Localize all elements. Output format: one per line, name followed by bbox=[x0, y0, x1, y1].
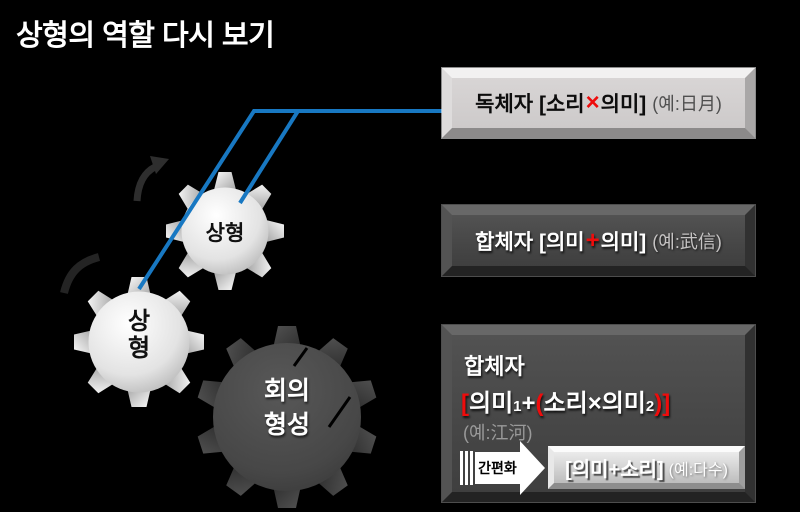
gear2-label-line1: 상 bbox=[127, 308, 151, 335]
box2-example: (예:武信) bbox=[652, 231, 722, 252]
gear1-label: 상형 bbox=[205, 222, 245, 245]
slide-title: 상형의 역할 다시 보기 bbox=[16, 20, 275, 52]
gear3-label-line1: 회의 bbox=[263, 377, 310, 405]
box3-formula: [의미1+(소리×의미2)] bbox=[461, 383, 670, 418]
gear-crack-marks bbox=[292, 347, 352, 428]
box2-label-suffix: 의미] bbox=[600, 230, 647, 254]
gear2-label-line2: 형 bbox=[127, 335, 151, 362]
speed-bar bbox=[465, 451, 468, 485]
formula-subscript2: 2 bbox=[645, 398, 655, 415]
simplified-result-box: [의미+소리] (예:다수) bbox=[548, 446, 745, 489]
formula-term1: 의미 bbox=[469, 390, 514, 417]
rotation-arrow-icon bbox=[133, 156, 169, 202]
gear3-label-line2: 형성 bbox=[263, 411, 310, 439]
box-compound-meaning-meaning: 합체자 [의미 + 의미] (예:武信) bbox=[442, 205, 755, 276]
connector-blue-lines bbox=[137, 109, 442, 291]
formula-bracket-close: ] bbox=[662, 390, 671, 417]
arrow-head bbox=[520, 441, 545, 495]
simplification-arrow-icon: 간편화 bbox=[460, 441, 550, 495]
box3-heading: 합체자 bbox=[464, 354, 525, 379]
gear2-label: 상 형 bbox=[99, 308, 179, 362]
speed-bar bbox=[470, 451, 473, 485]
plus-operator: + bbox=[585, 226, 600, 254]
gear3-label: 회의 형성 bbox=[217, 374, 357, 442]
box1-label-suffix: 의미] bbox=[600, 93, 647, 116]
speed-bar bbox=[460, 451, 463, 485]
box-single-body-character: 독체자 [소리 × 의미] (예:日月) bbox=[442, 68, 755, 138]
box3-example: (예:江河) bbox=[463, 423, 533, 443]
box-compound-meaning-sound: 합체자 [의미1+(소리×의미2)] (예:江河) 간편화 [의미+소리] (예… bbox=[442, 325, 755, 502]
box1-label-prefix: 독체자 [소리 bbox=[475, 93, 585, 116]
gear-pictograph-left bbox=[74, 277, 204, 407]
box1-example: (예:日月) bbox=[652, 94, 722, 114]
formula-subscript1: 1 bbox=[513, 398, 522, 415]
formula-plus: + bbox=[521, 390, 536, 417]
formula-paren-open: ( bbox=[535, 390, 544, 417]
rotation-arc bbox=[60, 253, 101, 295]
formula-paren-close: ) bbox=[654, 390, 663, 417]
multiply-operator: × bbox=[585, 89, 600, 116]
formula-bracket-open: [ bbox=[461, 390, 469, 417]
gear-compound-dark bbox=[197, 326, 377, 508]
simplification-label: 간편화 bbox=[478, 460, 517, 476]
result-label: [의미+소리] bbox=[565, 459, 664, 481]
formula-term2: 소리×의미 bbox=[543, 390, 646, 417]
result-example: (예:다수) bbox=[668, 461, 728, 479]
box2-label-prefix: 합체자 [의미 bbox=[475, 230, 585, 254]
simplification-arrow-body: 간편화 bbox=[475, 452, 520, 484]
